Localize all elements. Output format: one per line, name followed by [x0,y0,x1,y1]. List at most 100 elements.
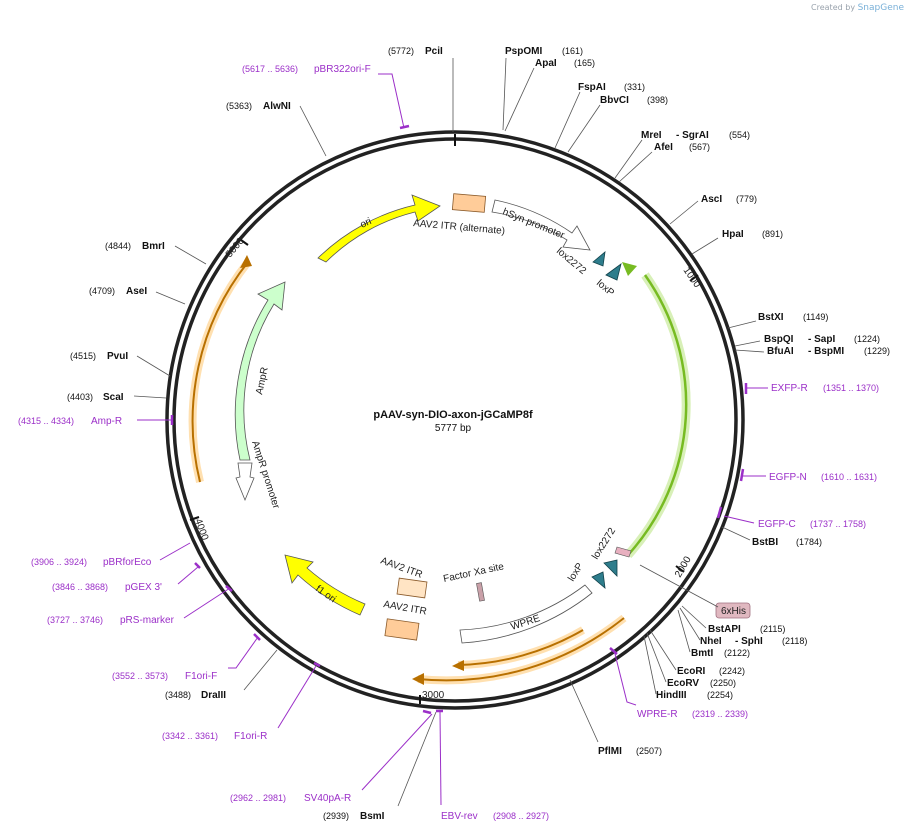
tick-label-3000: 3000 [422,690,445,701]
enzyme-ecori[interactable]: EcoRI [677,666,706,677]
lox2272-top-feature[interactable] [592,251,606,267]
leader-alwni [299,105,327,157]
pos-bbvci: (398) [647,95,668,105]
pos-pvui: (4515) [70,351,96,361]
enzyme-fspai[interactable]: FspAI [578,82,606,93]
marker-egfpn [739,468,745,482]
enzyme-leaders [133,57,765,807]
f1-ori-feature[interactable] [284,554,366,616]
enzyme-pflmi[interactable]: PflMI [598,746,622,757]
range-f1orif: (3552 .. 3573) [112,671,168,681]
aav2-itr-a-feature[interactable] [396,577,428,599]
enzyme-pvui[interactable]: PvuI [107,351,128,362]
primer-egfpc[interactable]: EGFP-C [758,519,796,530]
pos-apai: (165) [574,58,595,68]
primer-f1orir[interactable]: F1ori-R [234,731,267,742]
enzyme-apai[interactable]: ApaI [535,58,557,69]
enzyme-bstbi[interactable]: BstBI [752,537,778,548]
enzyme-bspmi[interactable]: - BspMI [808,346,844,357]
pos-hindiii: (2254) [707,690,733,700]
primer-f1orif[interactable]: F1ori-F [185,671,217,682]
enzyme-bfuai[interactable]: BfuAI [767,346,794,357]
his-tag-marker[interactable] [614,546,632,558]
primer-ebvrev[interactable]: EBV-rev [441,811,478,822]
leader-pbr322ori [378,73,405,129]
range-exfpr: (1351 .. 1370) [823,383,879,393]
primer-exfpr[interactable]: EXFP-R [771,383,808,394]
enzyme-bstxi[interactable]: BstXI [758,312,784,323]
enzyme-scai[interactable]: ScaI [103,392,124,403]
ampr-feature[interactable] [234,281,286,461]
enzyme-bspqi[interactable]: BspQI [764,334,794,345]
primer-pgex3[interactable]: pGEX 3' [125,582,162,593]
range-egfpc: (1737 .. 1758) [810,519,866,529]
aav2-itr-b-feature[interactable] [384,618,420,641]
aav2-itr-a-label: AAV2 ITR [379,555,424,580]
marker-wprer [609,647,618,655]
plasmid-name: pAAV-syn-DIO-axon-jGCaMP8f [373,409,533,421]
marker-pbr322ori [399,124,410,130]
tick-marks [189,134,699,704]
primer-prsmarker[interactable]: pRS-marker [120,615,175,626]
orange-left-arrowhead [240,255,252,268]
pos-ecorv: (2250) [710,678,736,688]
leader-bstapi [681,605,707,629]
enzyme-sphi[interactable]: - SphI [735,636,763,647]
orange-bottom2-feature[interactable] [417,617,625,682]
pos-pspomi: (161) [562,46,583,56]
enzyme-bbvci[interactable]: BbvCI [600,95,629,106]
enzyme-nhei[interactable]: NheI [700,636,722,647]
enzyme-asei[interactable]: AseI [126,286,147,297]
orange-bottom1-feature[interactable] [457,629,584,666]
enzyme-bstapi[interactable]: BstAPI [708,624,741,635]
loxp-bottom-feature[interactable] [591,571,606,589]
ori-feature[interactable] [317,194,441,263]
loxp-top-feature[interactable] [605,263,622,281]
enzyme-mrei[interactable]: MreI [641,130,662,141]
enzyme-pspomi[interactable]: PspOMI [505,46,542,57]
range-ampr-primer: (4315 .. 4334) [18,416,74,426]
enzyme-bsmi[interactable]: BsmI [360,811,385,822]
enzyme-alwni[interactable]: AlwNI [263,101,291,112]
primer-pbrforeco[interactable]: pBRforEco [103,557,152,568]
orange-left-feature[interactable] [191,261,249,483]
primer-wprer[interactable]: WPRE-R [637,709,678,720]
wpre-feature[interactable] [459,584,593,644]
pos-fspai: (331) [624,82,645,92]
primer-ampr[interactable]: Amp-R [91,416,122,427]
pos-hpai: (891) [762,229,783,239]
leader-hpai [691,237,719,255]
range-pgex3: (3846 .. 3868) [52,582,108,592]
leader-f1orif [228,636,259,669]
primer-leaders [137,73,768,806]
enzyme-ecorv[interactable]: EcoRV [667,678,699,689]
ampr-promoter-label: AmpR promoter [249,440,281,511]
ampr-promoter-feature[interactable] [235,462,255,502]
enzyme-sgrai[interactable]: - SgrAI [676,130,709,141]
enzyme-sapi[interactable]: - SapI [808,334,835,345]
primer-egfpn[interactable]: EGFP-N [769,472,807,483]
aav2-itr-alternate-feature[interactable] [451,193,487,213]
enzyme-hindiii[interactable]: HindIII [656,690,687,701]
enzyme-bmri[interactable]: BmrI [142,241,165,252]
pos-afei: (567) [689,142,710,152]
his-tag-box[interactable] [715,602,751,619]
factor-xa-feature[interactable] [476,582,485,602]
primer-sv40par[interactable]: SV40pA-R [304,793,351,804]
range-pbrforeco: (3906 .. 3924) [31,557,87,567]
leader-bmri [174,245,207,265]
enzyme-draiii[interactable]: DraIII [201,690,226,701]
hsyn-promoter-feature[interactable] [491,199,591,251]
enzyme-pcii[interactable]: PciI [425,46,443,57]
enzyme-afei[interactable]: AfeI [654,142,673,153]
enzyme-asci[interactable]: AscI [701,194,722,205]
enzyme-hpai[interactable]: HpaI [722,229,744,240]
leader-bfuai [734,349,765,353]
range-prsmarker: (3727 .. 3746) [47,615,103,625]
lox2272-bottom-feature[interactable] [603,559,618,577]
enzyme-bmti[interactable]: BmtI [691,648,713,659]
leader-prsmarker [183,587,231,619]
primer-pbr322ori[interactable]: pBR322ori-F [314,64,371,75]
gcamp-feature[interactable] [627,274,688,556]
